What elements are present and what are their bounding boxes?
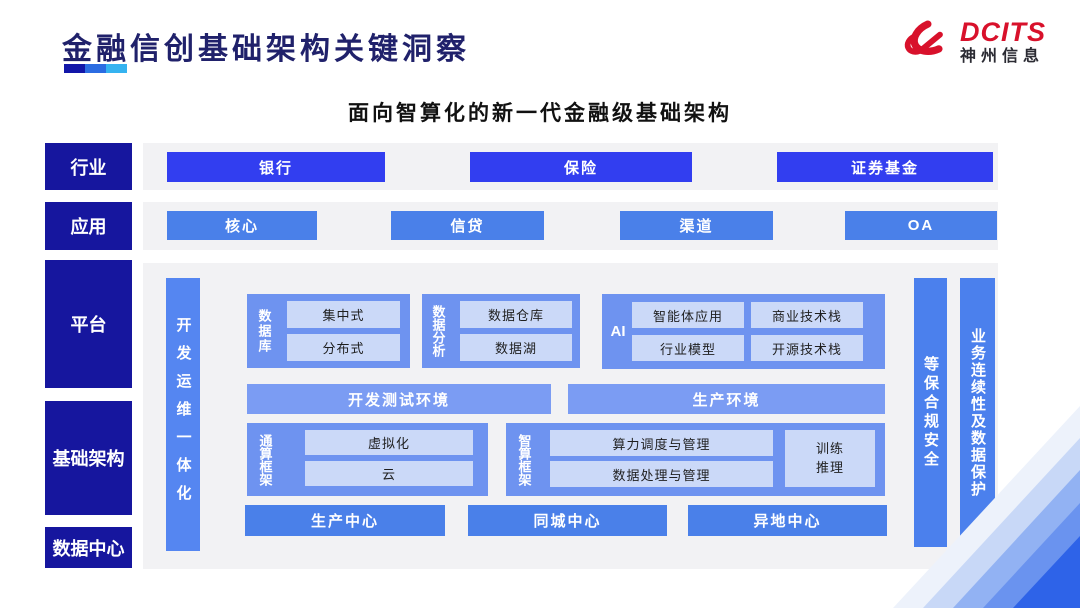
chip-channel: 渠道: [620, 211, 773, 240]
chip-oa: OA: [845, 211, 997, 240]
database-section: 数据库 集中式 分布式: [247, 294, 410, 368]
bar-dev-test-env: 开发测试环境: [247, 384, 551, 414]
general-compute-label: 通算框架: [257, 433, 273, 486]
box-compute-scheduling: 算力调度与管理: [550, 430, 773, 456]
box-centralized: 集中式: [287, 301, 400, 328]
rail-infrastructure: 基础架构: [45, 401, 132, 515]
box-data-lake: 数据湖: [460, 334, 572, 361]
underline-segment-medium: [85, 64, 106, 73]
dcits-swirl-icon: [904, 20, 943, 55]
underline-segment-light: [106, 64, 127, 73]
intelligent-compute-label: 智算框架: [516, 433, 532, 486]
box-commercial-stack: 商业技术栈: [751, 302, 863, 328]
business-continuity-bar: 业务连续性及数据保护: [960, 278, 995, 547]
chip-securities-funds: 证券基金: [777, 152, 993, 182]
chip-credit: 信贷: [391, 211, 544, 240]
general-compute-section: 通算框架 虚拟化 云: [247, 423, 488, 496]
chip-insurance: 保险: [470, 152, 692, 182]
intelligent-compute-section: 智算框架 算力调度与管理 数据处理与管理 训练推理: [506, 423, 885, 496]
box-virtualization: 虚拟化: [305, 430, 473, 455]
box-data-processing: 数据处理与管理: [550, 461, 773, 487]
box-agent-apps: 智能体应用: [632, 302, 744, 328]
box-training-inference: 训练推理: [785, 430, 875, 487]
box-data-warehouse: 数据仓库: [460, 301, 572, 328]
chip-bank: 银行: [167, 152, 385, 182]
underline-segment-dark: [64, 64, 85, 73]
chip-core: 核心: [167, 211, 317, 240]
logo-brand: DCITS: [960, 17, 1046, 48]
rail-application: 应用: [45, 202, 132, 250]
chip-same-city-center: 同城中心: [468, 505, 667, 536]
title-underline: [64, 64, 127, 73]
analytics-label: 数据分析: [430, 305, 446, 357]
box-distributed: 分布式: [287, 334, 400, 361]
diagram-title: 面向智算化的新一代金融级基础架构: [348, 102, 732, 125]
chip-production-center: 生产中心: [245, 505, 445, 536]
ai-label: AI: [610, 323, 626, 340]
rail-datacenter: 数据中心: [45, 527, 132, 568]
rail-platform: 平台: [45, 260, 132, 388]
logo-text: DCITS 神州信息: [960, 18, 1046, 65]
logo-company-name: 神州信息: [960, 47, 1045, 65]
bar-production-env: 生产环境: [568, 384, 885, 414]
page-title: 金融信创基础架构关键洞察: [62, 33, 470, 66]
ai-section: AI 智能体应用 商业技术栈 行业模型 开源技术栈: [602, 294, 885, 369]
security-compliance-bar: 等保合规安全: [914, 278, 947, 547]
analytics-section: 数据分析 数据仓库 数据湖: [422, 294, 580, 368]
database-label: 数据库: [256, 308, 272, 354]
chip-remote-center: 异地中心: [688, 505, 887, 536]
company-logo: DCITS 神州信息: [890, 16, 1046, 68]
box-cloud: 云: [305, 461, 473, 486]
box-industry-models: 行业模型: [632, 335, 744, 361]
box-open-source-stack: 开源技术栈: [751, 335, 863, 361]
rail-industry: 行业: [45, 143, 132, 190]
devops-bar: 开发运维一体化: [166, 278, 200, 551]
